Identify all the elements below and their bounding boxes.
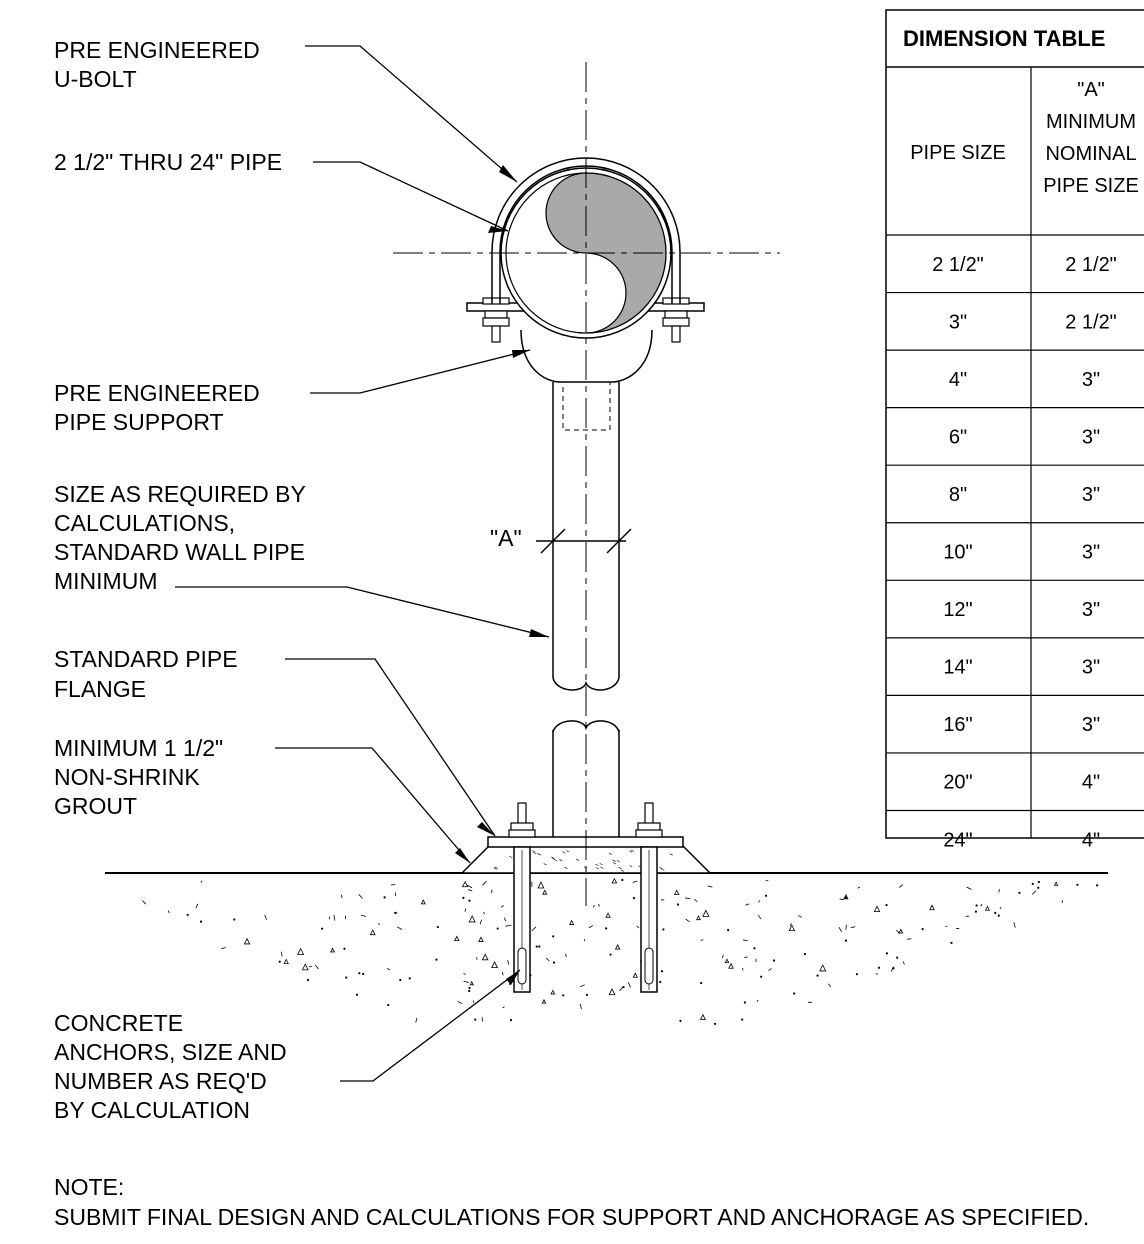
- callout-grout: MINIMUM 1 1/2" NON-SHRINK GROUT: [54, 735, 223, 819]
- table-col2-header-line2: MINIMUM: [1046, 111, 1136, 133]
- dimension-a-label: "A": [490, 525, 522, 551]
- svg-text:STANDARD PIPE: STANDARD PIPE: [54, 646, 238, 672]
- dimension-a: [536, 528, 632, 554]
- leader-flange: [285, 658, 496, 837]
- anchor-bolt-right: [635, 802, 663, 993]
- table-cell-min-size: 3": [1082, 542, 1100, 564]
- table-cell-pipe-size: 24": [943, 829, 972, 851]
- table-cell-min-size: 3": [1082, 484, 1100, 506]
- callout-ubolt: PRE ENGINEERED U-BOLT: [54, 37, 260, 92]
- table-cell-min-size: 2 1/2": [1065, 254, 1117, 276]
- svg-text:ANCHORS, SIZE AND: ANCHORS, SIZE AND: [54, 1039, 287, 1065]
- table-cell-pipe-size: 10": [943, 542, 972, 564]
- table-cell-min-size: 3": [1082, 714, 1100, 736]
- table-row: 2 1/2" 2 1/2": [932, 254, 1117, 276]
- table-col2-header-line1: "A": [1077, 79, 1105, 101]
- table-col2-header-line4: PIPE SIZE: [1043, 175, 1139, 197]
- table-cell-min-size: 3": [1082, 657, 1100, 679]
- note-heading: NOTE:: [54, 1174, 124, 1200]
- leader-pipe: [313, 161, 509, 232]
- table-cell-min-size: 3": [1082, 426, 1100, 448]
- svg-text:PRE ENGINEERED: PRE ENGINEERED: [54, 380, 260, 406]
- anchor-bolt-left: [508, 802, 536, 993]
- table-row: 10" 3": [943, 542, 1100, 564]
- support-column: [552, 381, 620, 691]
- table-row: 20" 4": [943, 772, 1100, 794]
- dimension-table: DIMENSION TABLE PIPE SIZE "A" MINIMUM NO…: [885, 9, 1144, 851]
- table-row: 24" 4": [943, 829, 1100, 851]
- table-cell-min-size: 3": [1082, 599, 1100, 621]
- svg-text:GROUT: GROUT: [54, 793, 137, 819]
- table-row: 4" 3": [949, 369, 1100, 391]
- leader-arrowheads: [455, 165, 549, 985]
- table-cell-min-size: 4": [1082, 829, 1100, 851]
- callout-support: PRE ENGINEERED PIPE SUPPORT: [54, 380, 260, 435]
- callout-pipe: 2 1/2" THRU 24" PIPE: [54, 149, 282, 175]
- table-cell-pipe-size: 12": [943, 599, 972, 621]
- svg-text:SIZE AS REQUIRED BY: SIZE AS REQUIRED BY: [54, 481, 306, 507]
- table-cell-pipe-size: 14": [943, 657, 972, 679]
- svg-text:U-BOLT: U-BOLT: [54, 66, 137, 92]
- svg-text:MINIMUM: MINIMUM: [54, 568, 157, 594]
- leader-lines: [175, 45, 550, 1082]
- table-cell-pipe-size: 4": [949, 369, 967, 391]
- table-col1-header: PIPE SIZE: [910, 142, 1006, 164]
- leader-size: [175, 586, 550, 638]
- leader-support: [310, 349, 531, 394]
- table-row: 12" 3": [943, 599, 1100, 621]
- svg-text:CONCRETE: CONCRETE: [54, 1010, 183, 1036]
- svg-text:MINIMUM 1 1/2": MINIMUM 1 1/2": [54, 735, 223, 761]
- table-row: 6" 3": [949, 426, 1100, 448]
- svg-text:CALCULATIONS,: CALCULATIONS,: [54, 510, 235, 536]
- callout-size: SIZE AS REQUIRED BY CALCULATIONS, STANDA…: [54, 481, 306, 594]
- concrete-foundation: [105, 872, 1108, 1025]
- table-row: 14" 3": [943, 657, 1100, 679]
- note-text: SUBMIT FINAL DESIGN AND CALCULATIONS FOR…: [54, 1204, 1089, 1230]
- table-cell-min-size: 4": [1082, 772, 1100, 794]
- table-row: 16" 3": [943, 714, 1100, 736]
- callout-flange: STANDARD PIPE FLANGE: [54, 646, 238, 702]
- callout-anchors: CONCRETE ANCHORS, SIZE AND NUMBER AS REQ…: [54, 1010, 287, 1123]
- table-row: 8" 3": [949, 484, 1100, 506]
- svg-text:FLANGE: FLANGE: [54, 676, 146, 702]
- center-lines: [393, 62, 780, 906]
- svg-text:PIPE SUPPORT: PIPE SUPPORT: [54, 409, 224, 435]
- svg-text:STANDARD WALL PIPE: STANDARD WALL PIPE: [54, 539, 305, 565]
- svg-text:NON-SHRINK: NON-SHRINK: [54, 764, 200, 790]
- svg-text:PRE ENGINEERED: PRE ENGINEERED: [54, 37, 260, 63]
- svg-text:NUMBER AS REQ'D: NUMBER AS REQ'D: [54, 1068, 267, 1094]
- table-cell-pipe-size: 3": [949, 311, 967, 333]
- table-cell-pipe-size: 20": [943, 772, 972, 794]
- table-cell-pipe-size: 6": [949, 426, 967, 448]
- leader-anchors: [340, 969, 521, 1082]
- table-cell-min-size: 3": [1082, 369, 1100, 391]
- table-cell-pipe-size: 16": [943, 714, 972, 736]
- table-cell-min-size: 2 1/2": [1065, 311, 1117, 333]
- svg-text:2 1/2" THRU 24" PIPE: 2 1/2" THRU 24" PIPE: [54, 149, 282, 175]
- svg-text:BY CALCULATION: BY CALCULATION: [54, 1097, 250, 1123]
- table-cell-pipe-size: 8": [949, 484, 967, 506]
- table-row: 3" 2 1/2": [949, 311, 1117, 333]
- leader-grout: [275, 747, 471, 864]
- table-cell-pipe-size: 2 1/2": [932, 254, 984, 276]
- leader-ubolt: [305, 45, 518, 183]
- table-title: DIMENSION TABLE: [903, 26, 1105, 51]
- table-col2-header-line3: NOMINAL: [1045, 143, 1136, 165]
